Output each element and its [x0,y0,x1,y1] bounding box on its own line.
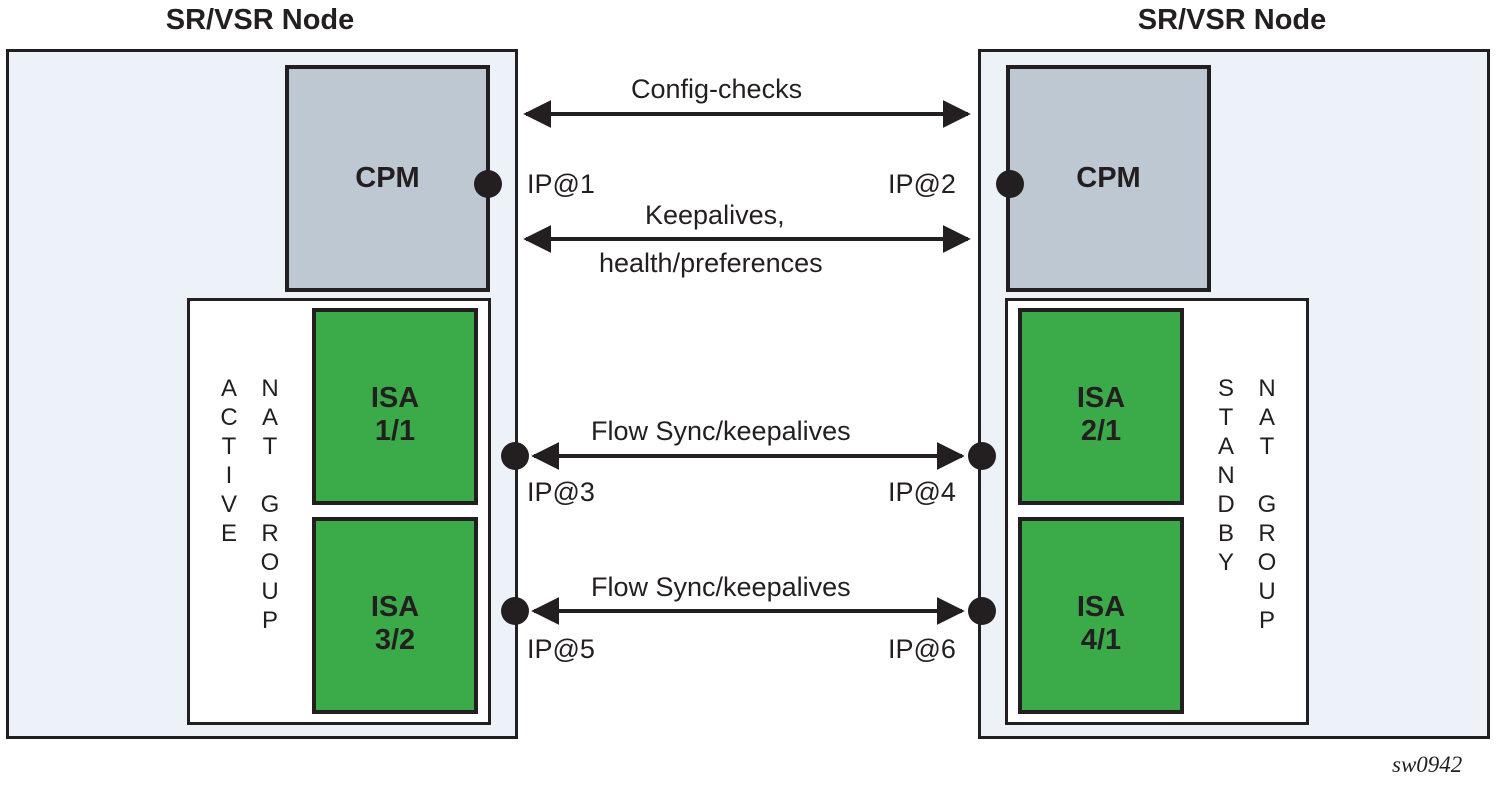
standby-label: S T A N D B Y [1217,375,1235,576]
ip2-port-dot [996,170,1024,198]
isa-4-1-line2: 4/1 [1080,624,1122,656]
ip5-port-dot [501,597,529,625]
isa-4-1-line1: ISA [1076,591,1126,623]
isa-1-1: ISA 1/1 [312,308,478,505]
ip2-label: IP@2 [888,169,956,199]
isa-2-1: ISA 2/1 [1018,308,1184,505]
active-label: A C T I V E [220,375,238,547]
ip3-port-dot [501,442,529,470]
flow-sync-label-1: Flow Sync/keepalives [591,416,851,446]
isa-1-1-line1: ISA [370,382,420,414]
isa-1-1-line2: 1/1 [374,415,416,447]
ip3-label: IP@3 [527,477,595,507]
isa-3-2-line1: ISA [370,591,420,623]
left-cpm: CPM [285,65,490,292]
isa-2-1-line1: ISA [1076,382,1126,414]
health-preferences-label: health/preferences [599,248,823,278]
ip5-label: IP@5 [527,634,595,664]
left-node-title: SR/VSR Node [165,4,355,36]
isa-2-1-line2: 2/1 [1080,415,1122,447]
left-cpm-label: CPM [355,162,420,194]
ip4-port-dot [968,442,996,470]
config-checks-label: Config-checks [631,74,803,104]
ip4-label: IP@4 [888,477,956,507]
ip6-port-dot [968,597,996,625]
isa-4-1: ISA 4/1 [1018,517,1184,714]
left-nat-group-label: N A T G R O U P [260,375,280,634]
ip6-label: IP@6 [888,634,956,664]
isa-3-2: ISA 3/2 [312,517,478,714]
ip1-port-dot [474,170,502,198]
right-nat-group-label: N A T G R O U P [1257,375,1277,634]
ip1-label: IP@1 [527,169,595,199]
right-cpm: CPM [1006,65,1211,292]
keepalives-label: Keepalives, [645,200,785,230]
right-node-title: SR/VSR Node [1137,4,1327,36]
isa-3-2-line2: 3/2 [374,624,416,656]
figure-id: sw0942 [1392,752,1463,777]
right-cpm-label: CPM [1076,162,1141,194]
flow-sync-label-2: Flow Sync/keepalives [591,572,851,602]
